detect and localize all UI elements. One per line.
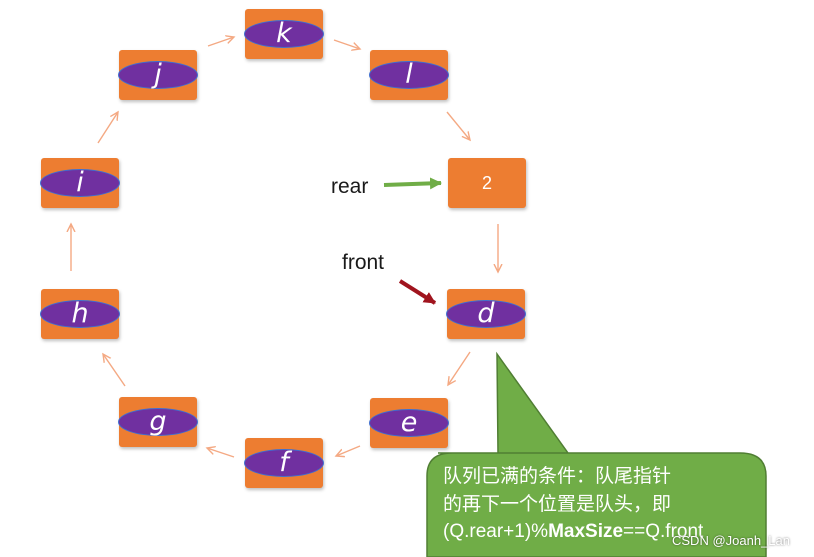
formula-part-a: (Q.rear+1)% (443, 521, 549, 542)
slot-label: f (279, 447, 289, 478)
link-arrow-k-l (333, 39, 360, 49)
slot-label: e (400, 407, 418, 438)
element-ellipse (40, 169, 120, 197)
slot-label: d (477, 298, 495, 329)
link-arrow-d-e (448, 351, 471, 385)
slot-label: k (276, 18, 292, 49)
link-arrow-e-f (336, 445, 361, 456)
element-ellipse (369, 409, 449, 437)
front-pointer-arrow (398, 279, 437, 305)
rear-pointer-arrow (383, 177, 442, 190)
slot-label: g (149, 406, 167, 437)
callout-line-3: (Q.rear+1)%MaxSize==Q.front (443, 518, 763, 546)
link-arrow-g-h (103, 354, 126, 387)
element-ellipse (118, 61, 198, 89)
link-arrow-l-2 (446, 111, 470, 140)
queue-slot-j: j (118, 50, 198, 100)
queue-slot-i: i (40, 158, 120, 208)
front-label: front (342, 251, 385, 274)
queue-slot-f: f (244, 438, 324, 488)
rear-label: rear (331, 175, 369, 198)
element-ellipse (118, 408, 198, 436)
callout-line-1: 队列已满的条件：队尾指针 (443, 465, 672, 487)
element-ellipse (244, 449, 324, 477)
element-ellipse (369, 61, 449, 89)
link-arrow-j-k (207, 37, 234, 47)
queue-slot-empty-2: 2 (448, 158, 526, 208)
callout-bubble (426, 351, 767, 557)
queue-slot-g: g (118, 397, 198, 447)
queue-slot-h: h (40, 289, 120, 339)
element-ellipse (40, 300, 120, 328)
callout-line-2: 的再下一个位置是队头，即 (443, 493, 672, 515)
queue-slot-d: d (446, 289, 526, 339)
link-arrow-f-g (207, 448, 235, 458)
queue-slot-k: k (244, 9, 324, 59)
link-arrow-i-j (97, 112, 118, 144)
slot-label: 2 (481, 173, 492, 193)
slot-label: i (76, 167, 84, 198)
queue-slot-e: e (369, 398, 449, 448)
element-ellipse (244, 20, 324, 48)
slot-label: l (405, 59, 413, 90)
formula-part-c: ==Q.front (623, 521, 704, 542)
watermark: CSDN @Joanh_Lan (672, 533, 790, 548)
callout-text: 队列已满的条件：队尾指针 的再下一个位置是队头，即 (Q.rear+1)%Max… (443, 462, 763, 546)
queue-slot-l: l (369, 50, 449, 100)
slot-label: h (71, 298, 89, 329)
formula-maxsize: MaxSize (548, 521, 624, 542)
element-ellipse (446, 300, 526, 328)
slot-label: j (154, 59, 162, 90)
